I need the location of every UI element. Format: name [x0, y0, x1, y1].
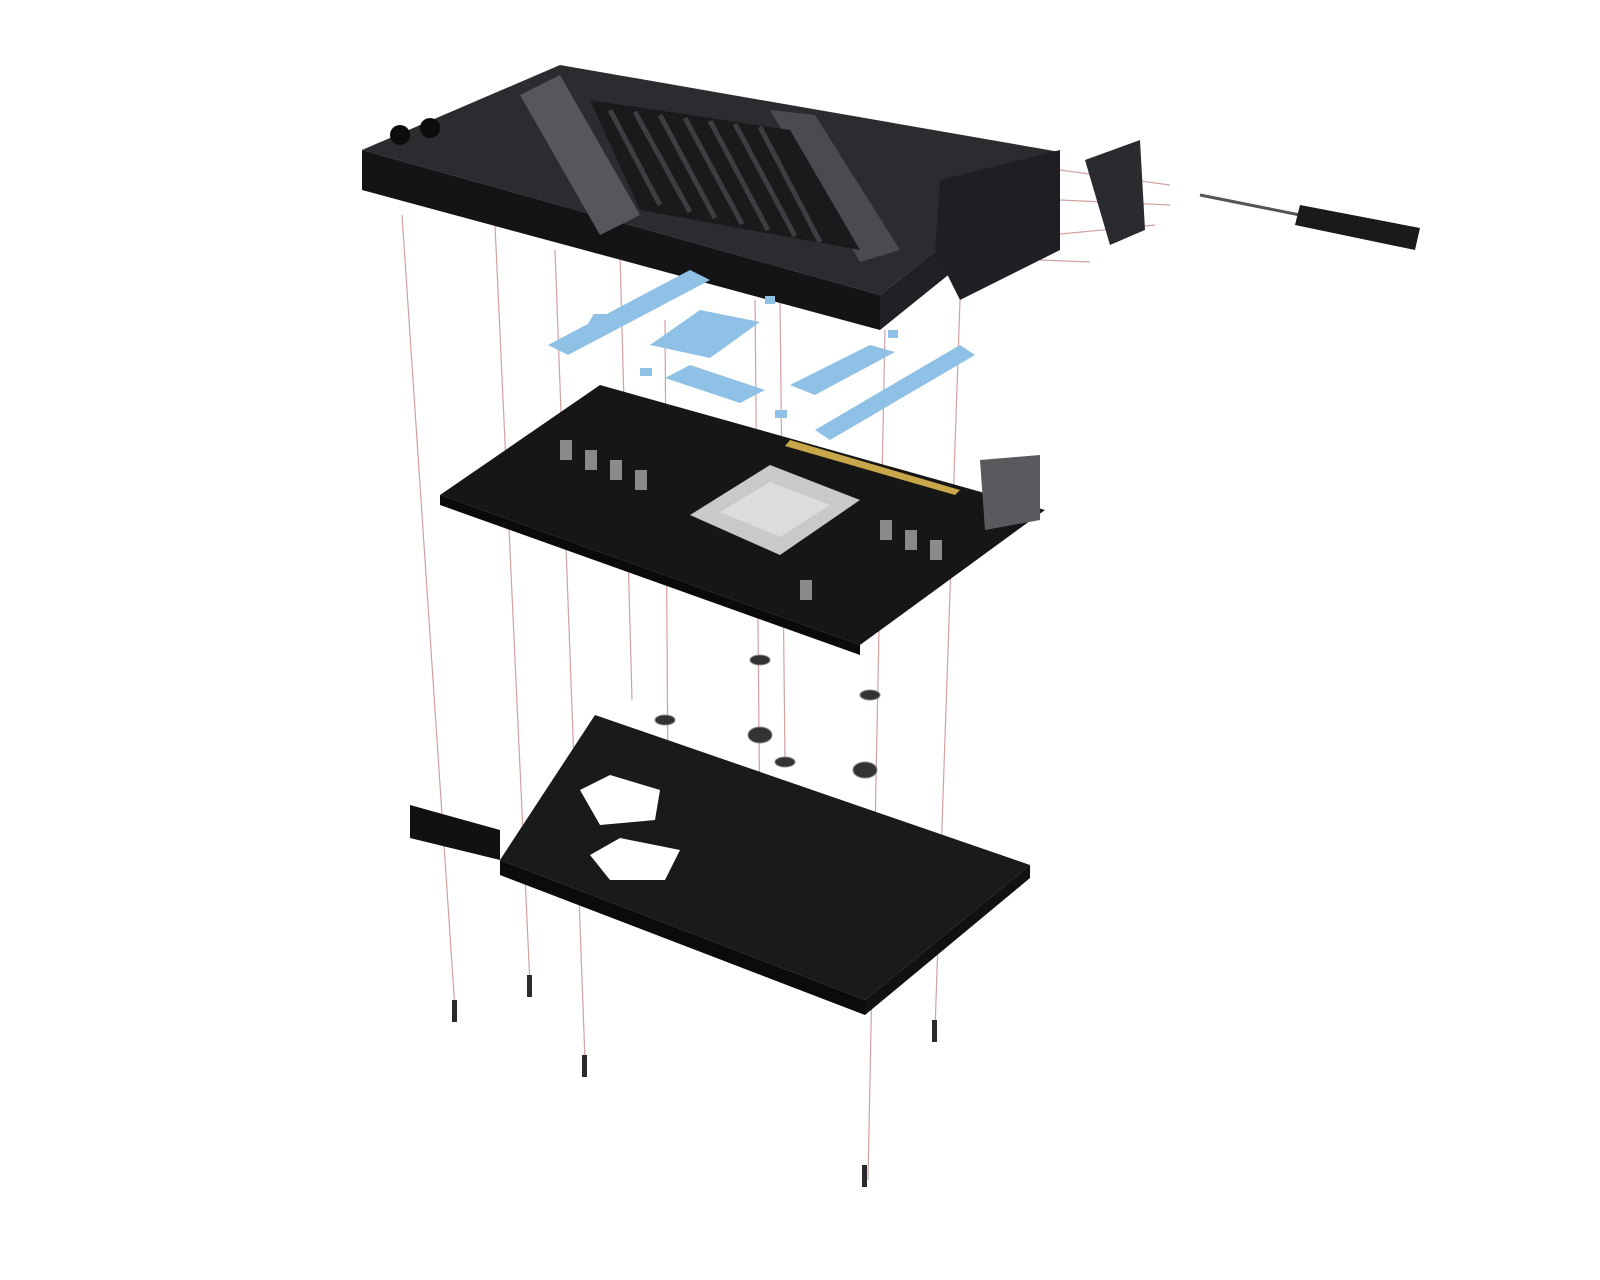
screwdriver [1199, 193, 1420, 250]
io-bracket-housing [935, 150, 1060, 300]
backplate-bracket [410, 805, 500, 860]
vent-cutouts [580, 775, 680, 880]
display-ports [980, 455, 1040, 530]
pcie-connector [785, 440, 960, 495]
water-block [362, 65, 1060, 330]
heatsink-fins [590, 100, 860, 250]
io-bracket-plate [1085, 140, 1145, 245]
port-icon [420, 118, 440, 138]
screws [452, 975, 937, 1187]
accent-stripe [520, 75, 640, 235]
thermal-pads [548, 270, 975, 440]
port-icon [390, 125, 410, 145]
guide-lines [401, 169, 1171, 1181]
backplate [410, 715, 1030, 1015]
graphics-card-pcb [440, 385, 1045, 655]
